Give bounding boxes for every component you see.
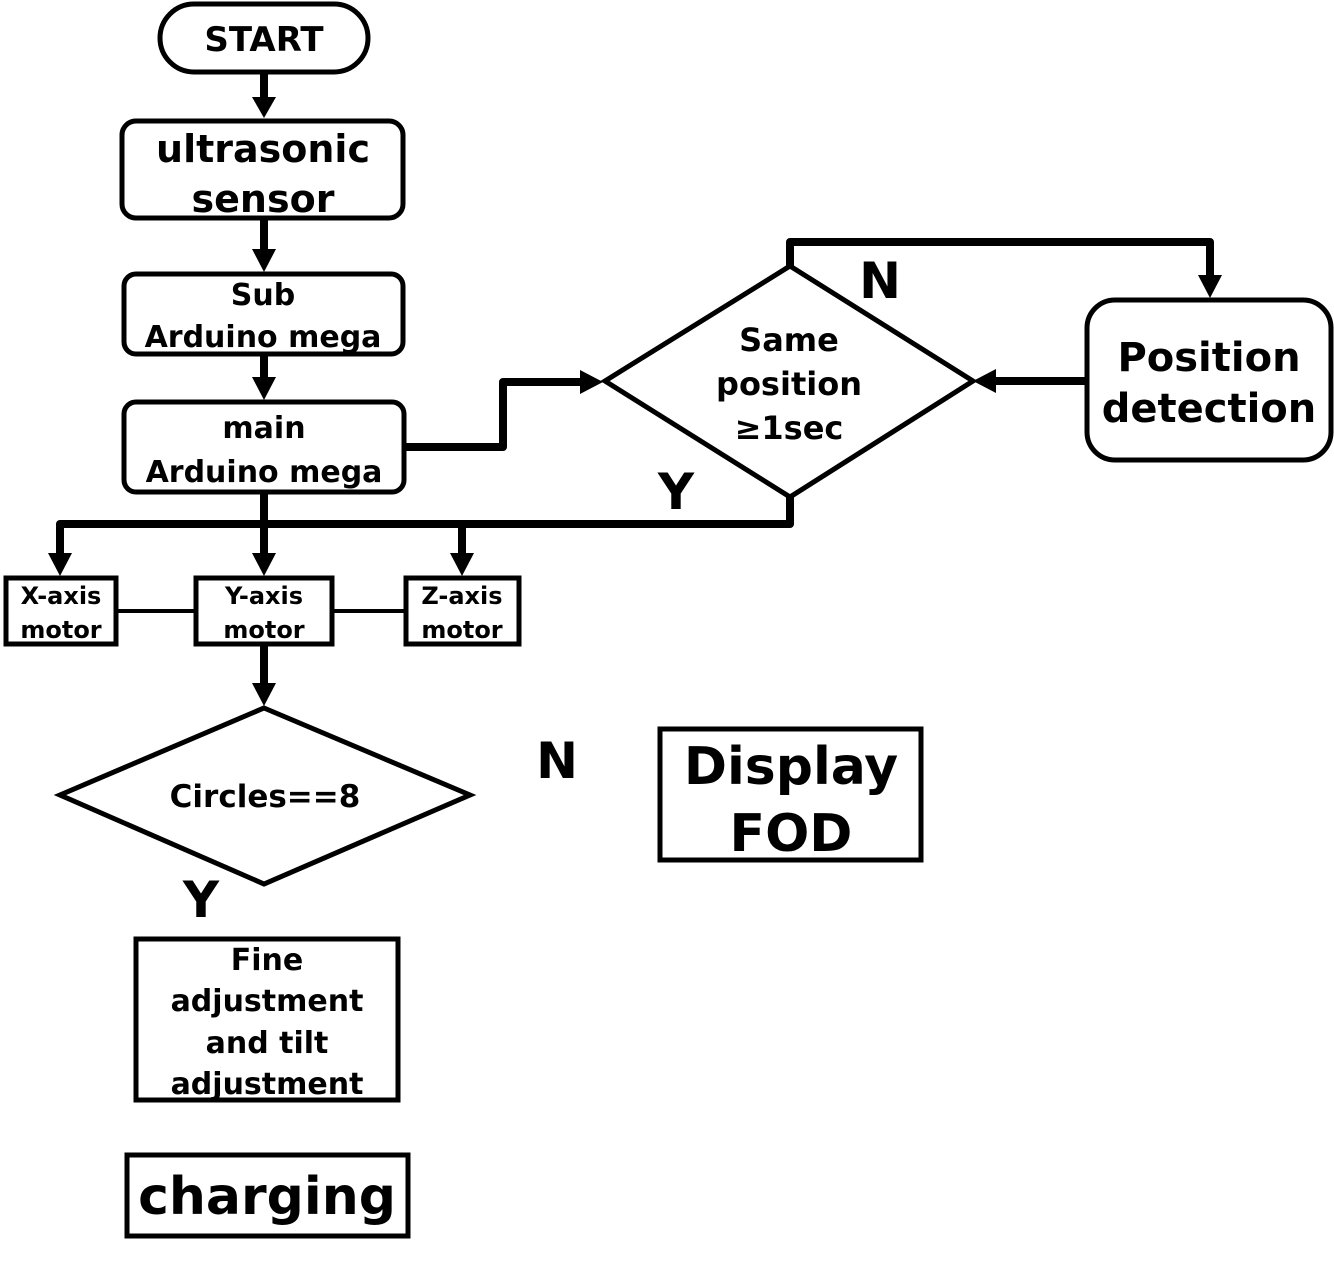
node-start: START: [157, 1, 371, 75]
decision-same-position-line-2: position: [716, 365, 862, 403]
node-fine-adjustment-line-3: and tilt: [206, 1026, 329, 1061]
node-ultrasonic-sensor: ultrasonic sensor: [119, 118, 406, 221]
node-sub-arduino-line-2: Arduino mega: [145, 320, 382, 355]
arrowhead: [252, 553, 276, 576]
node-charging: charging: [124, 1152, 411, 1239]
node-position-detection-line-1: Position: [1117, 335, 1300, 381]
node-display-fod-line-1: Display: [684, 737, 898, 797]
node-y-axis-motor-line-1: Y-axis: [224, 582, 303, 610]
decision-same-position-line-3: ≥1sec: [735, 409, 844, 447]
arrowhead: [450, 553, 474, 576]
arrowhead: [973, 369, 996, 393]
arrowhead: [252, 97, 276, 118]
arrowhead: [1198, 275, 1222, 298]
node-x-axis-motor-line-2: motor: [20, 616, 101, 644]
node-y-axis-motor: Y-axis motor: [193, 575, 335, 647]
label-same-position-yes: Y: [657, 463, 695, 521]
node-display-fod-line-2: FOD: [730, 804, 853, 864]
arrowhead: [48, 553, 72, 576]
arrowhead: [252, 377, 276, 400]
node-z-axis-motor-line-1: Z-axis: [421, 582, 502, 610]
arrowhead: [252, 249, 276, 272]
arrowhead: [252, 683, 276, 706]
node-sub-arduino: Sub Arduino mega: [121, 271, 406, 357]
node-z-axis-motor-line-2: motor: [421, 616, 502, 644]
node-x-axis-motor-line-1: X-axis: [21, 582, 102, 610]
decision-same-position-line-1: Same: [739, 321, 839, 359]
node-ultrasonic-line-2: sensor: [192, 177, 335, 221]
node-start-label: START: [204, 20, 324, 60]
node-main-arduino-line-1: main: [222, 411, 305, 446]
node-y-axis-motor-line-2: motor: [223, 616, 304, 644]
node-main-arduino-line-2: Arduino mega: [146, 455, 383, 490]
node-display-fod: Display FOD: [657, 726, 924, 864]
decision-circles: Circles==8: [53, 705, 477, 887]
node-x-axis-motor: X-axis motor: [3, 575, 119, 647]
node-position-detection: Position detection: [1084, 297, 1334, 463]
node-ultrasonic-line-1: ultrasonic: [156, 127, 370, 171]
node-position-detection-line-2: detection: [1102, 386, 1317, 432]
connectors: [48, 72, 1222, 706]
node-fine-adjustment-line-1: Fine: [231, 943, 303, 978]
node-z-axis-motor: Z-axis motor: [403, 575, 522, 647]
node-main-arduino: main Arduino mega: [121, 399, 407, 495]
node-fine-adjustment: Fine adjustment and tilt adjustment: [133, 936, 401, 1103]
label-circles-yes: Y: [182, 871, 220, 929]
node-sub-arduino-line-1: Sub: [231, 278, 295, 313]
label-circles-no: N: [536, 732, 578, 790]
node-fine-adjustment-line-2: adjustment: [171, 984, 364, 1019]
decision-circles-label: Circles==8: [170, 779, 361, 815]
edge-main-decision: [404, 378, 585, 451]
node-charging-label: charging: [138, 1167, 396, 1227]
edge-decision-yes-bus: [56, 497, 794, 556]
node-fine-adjustment-line-4: adjustment: [171, 1067, 364, 1102]
arrowhead: [580, 370, 603, 394]
decision-same-position: Same position ≥1sec: [600, 263, 978, 500]
edge-decision-no-position-detection: [786, 238, 1214, 278]
label-same-position-no: N: [859, 252, 901, 310]
